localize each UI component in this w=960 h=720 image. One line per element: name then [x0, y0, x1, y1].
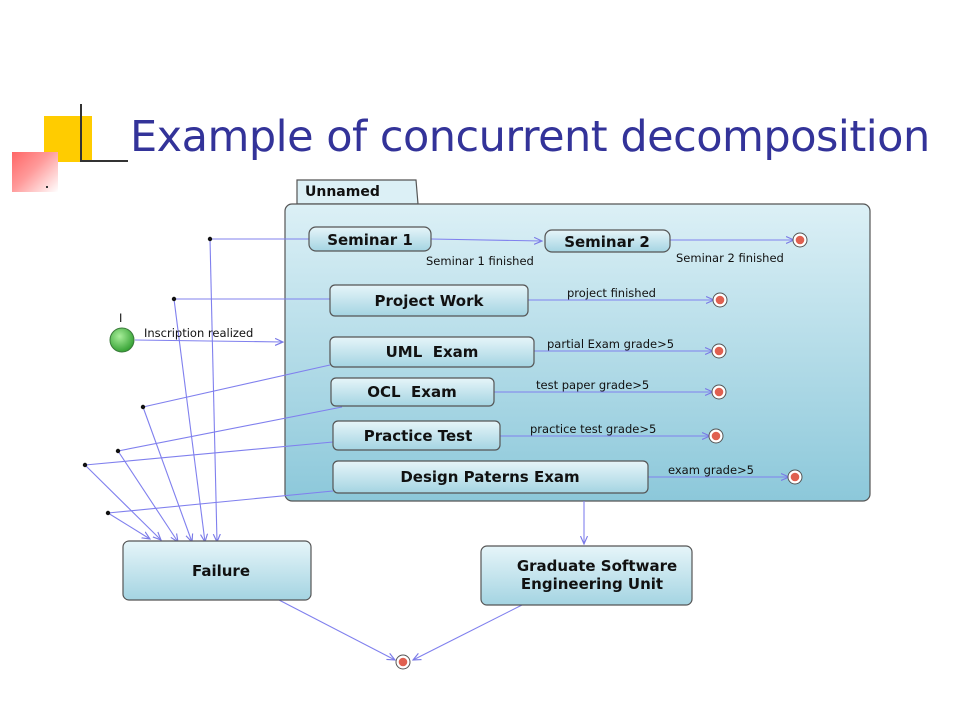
junction-point — [105, 510, 111, 516]
practice-guard-label: practice test grade>5 — [530, 422, 656, 436]
edge-junction5-failure — [84, 464, 161, 540]
edge-seminar1-seminar2 — [430, 239, 542, 241]
state-seminar-1 — [308, 226, 432, 252]
state-ocl-exam — [330, 377, 495, 407]
graduate-label-line1: Graduate Software — [517, 557, 677, 575]
design-guard-label: exam grade>5 — [668, 463, 754, 477]
slide-title: Example of concurrent decomposition — [130, 112, 930, 162]
ocl-guard-label: test paper grade>5 — [536, 378, 649, 392]
deco-dot — [46, 186, 48, 188]
project-work-label: Project Work — [375, 292, 485, 310]
composite-name: Unnamed — [305, 184, 380, 200]
state-project-work — [329, 284, 529, 317]
junction-point — [207, 236, 213, 242]
junction-point — [171, 296, 177, 302]
edge-practice-junction — [84, 441, 334, 466]
edge-failure-final — [278, 599, 395, 660]
final-states — [395, 232, 808, 670]
edge-junction6-failure — [107, 512, 150, 539]
ocl-exam-label: OCL Exam — [367, 383, 456, 401]
initial-state — [109, 327, 135, 353]
state-seminar-2 — [544, 229, 671, 253]
junction-point — [82, 462, 88, 468]
uml-exam-label: UML Exam — [386, 343, 479, 361]
deco-square-red — [12, 152, 58, 192]
design-patterns-exam-label: Design Paterns Exam — [400, 468, 579, 486]
failure-label: Failure — [192, 562, 250, 580]
edge-ocl-junction — [117, 406, 343, 452]
uml-guard-label: partial Exam grade>5 — [547, 337, 674, 351]
state-design-patterns-exam — [332, 460, 649, 494]
seminar1-finished-label: Seminar 1 finished — [426, 254, 534, 268]
seminar-2-label: Seminar 2 — [564, 233, 650, 251]
final-state-overall — [395, 654, 411, 670]
edge-initial-composite — [134, 340, 283, 342]
final-state-uml — [711, 343, 727, 359]
project-finished-label: project finished — [567, 286, 656, 300]
initial-state-label: I — [119, 311, 122, 325]
final-state-ocl — [711, 384, 727, 400]
deco-line-vertical — [80, 104, 82, 162]
deco-line-horizontal — [80, 160, 128, 162]
junction-point — [140, 404, 146, 410]
edge-uml-junction — [142, 364, 331, 408]
seminar-1-label: Seminar 1 — [327, 231, 413, 249]
edge-junction2-failure — [173, 298, 205, 542]
edge-design-junction — [107, 490, 334, 514]
state-uml-exam — [329, 336, 535, 368]
final-state-project — [712, 292, 728, 308]
edge-junction1-failure — [209, 238, 217, 542]
practice-test-label: Practice Test — [364, 427, 473, 445]
final-state-seminar — [792, 232, 808, 248]
edge-graduate-final — [413, 604, 523, 660]
final-state-design — [787, 469, 803, 485]
edge-junction4-failure — [117, 450, 178, 542]
edge-junction3-failure — [142, 406, 192, 542]
inscription-label: Inscription realized — [144, 326, 253, 340]
state-failure — [122, 540, 312, 601]
seminar2-finished-label: Seminar 2 finished — [676, 251, 784, 265]
state-practice-test — [332, 420, 501, 451]
final-state-practice — [708, 428, 724, 444]
state-graduate-unit — [480, 545, 693, 606]
graduate-label-line2: Engineering Unit — [521, 575, 663, 593]
junction-point — [115, 448, 121, 454]
